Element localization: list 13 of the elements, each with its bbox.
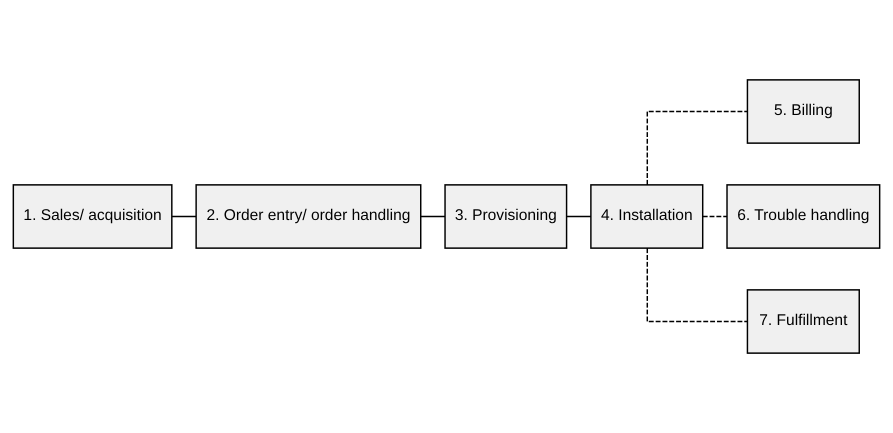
connector xyxy=(566,216,591,218)
node-box: 5. Billing xyxy=(746,79,860,144)
node-box: 3. Provisioning xyxy=(444,184,568,249)
connector xyxy=(172,216,196,218)
node-box: 2. Order entry/ order handling xyxy=(195,184,422,249)
connector xyxy=(646,248,747,322)
connector xyxy=(646,110,747,185)
connector xyxy=(702,216,727,218)
connector xyxy=(420,216,445,218)
node-box: 1. Sales/ acquisition xyxy=(12,184,173,249)
node-box: 7. Fulfillment xyxy=(746,289,860,354)
node-box: 6. Trouble handling xyxy=(726,184,880,249)
node-box: 4. Installation xyxy=(590,184,704,249)
